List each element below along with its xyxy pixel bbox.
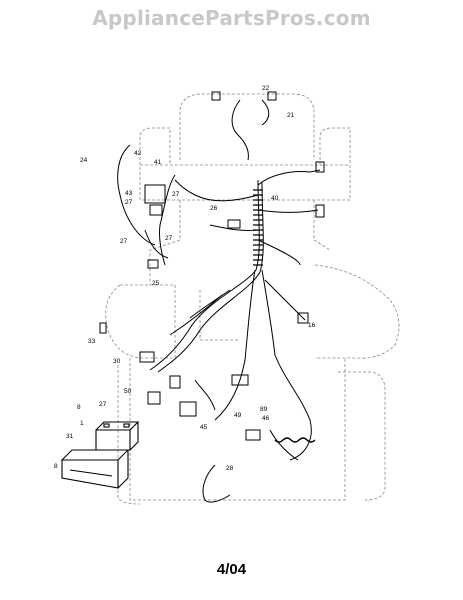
part-label: 45 — [200, 424, 208, 431]
part-label: 46 — [262, 415, 270, 422]
battery-tray-icon — [60, 449, 130, 489]
wiring-harness — [117, 99, 321, 503]
part-label: 27 — [165, 235, 173, 242]
part-label: 89 — [260, 406, 268, 413]
mower-frame-outline — [105, 93, 400, 505]
part-labels: 22 21 24 42 41 43 27 27 27 27 26 40 25 1… — [54, 85, 316, 472]
components — [99, 91, 325, 441]
part-label: 43 — [125, 190, 133, 197]
part-label: 27 — [120, 238, 128, 245]
part-label: 40 — [271, 195, 279, 202]
part-label: 27 — [125, 199, 133, 206]
part-label: 49 — [234, 412, 242, 419]
part-label: 8 — [54, 463, 58, 470]
part-label: 42 — [134, 150, 142, 157]
watermark: AppliancePartsPros.com — [92, 6, 371, 30]
harness-coil — [253, 189, 316, 443]
part-label: 50 — [124, 388, 132, 395]
part-label: 27 — [99, 401, 107, 408]
part-label: 31 — [66, 433, 74, 440]
part-label: 33 — [88, 338, 96, 345]
part-label: 8 — [77, 404, 81, 411]
part-label: 41 — [154, 159, 162, 166]
part-label: 1 — [80, 420, 84, 427]
page-footer-date: 4/04 — [216, 561, 247, 578]
part-label: 21 — [287, 112, 295, 119]
part-label: 16 — [308, 322, 316, 329]
part-label: 26 — [210, 205, 218, 212]
part-label: 30 — [113, 358, 121, 365]
part-label: 25 — [152, 280, 160, 287]
part-label: 27 — [172, 191, 180, 198]
part-label: 24 — [80, 157, 88, 164]
part-label: 28 — [226, 465, 234, 472]
battery-icon — [95, 421, 140, 451]
part-label: 22 — [262, 85, 270, 92]
